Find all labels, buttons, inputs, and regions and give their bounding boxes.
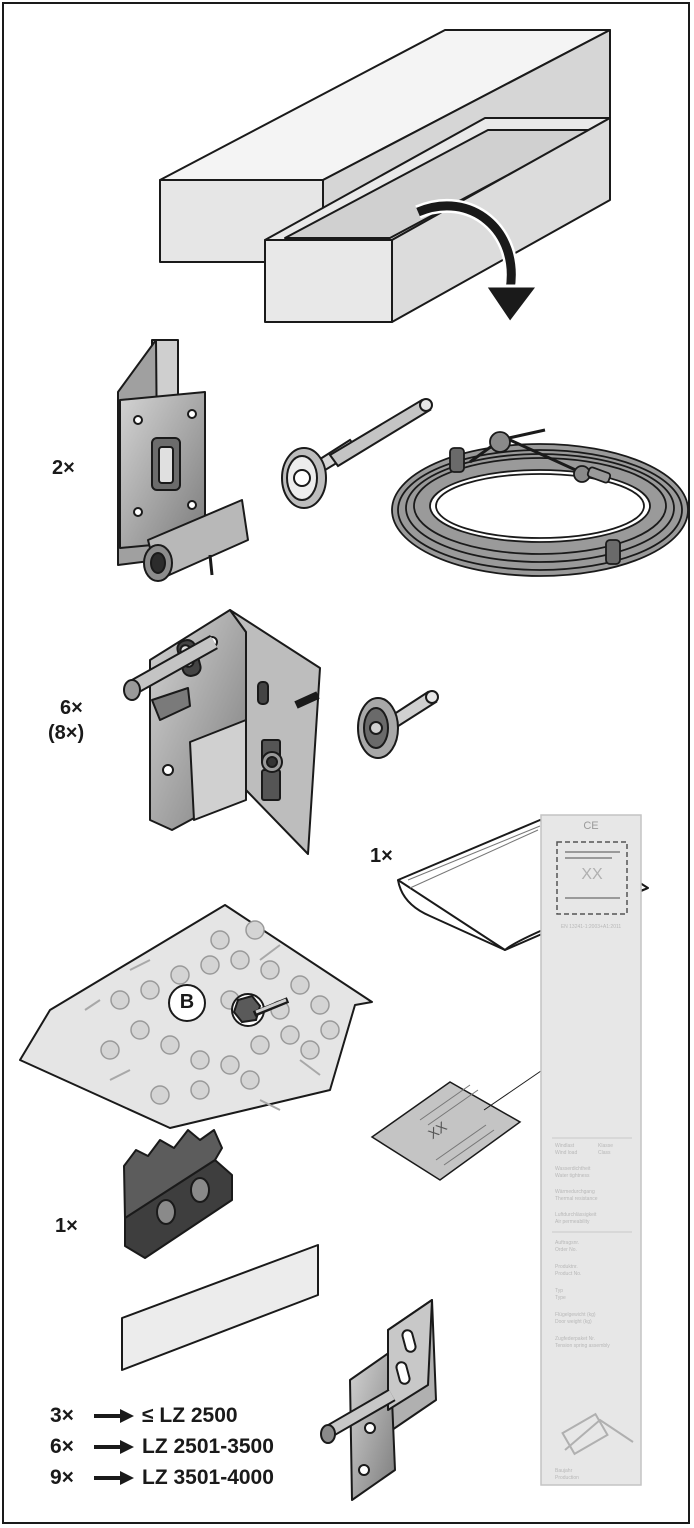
label-bottom-de: Baujahr <box>555 1468 573 1474</box>
arrow-right-icon <box>94 1439 134 1454</box>
label-standard: EN 13241-1:2003+A1:2011 <box>560 924 622 930</box>
sticker-label <box>370 1081 522 1181</box>
spring-diagram-icon <box>561 1412 634 1456</box>
seal-strip-legend: 3× ≤ LZ 2500 6× LZ 2501-3500 9× LZ 3501-… <box>50 1400 274 1493</box>
ce-label-plate <box>540 814 642 1486</box>
label-ce-mark: CE <box>583 820 599 832</box>
label-code: XX <box>581 866 603 883</box>
screw-b-icon <box>231 993 290 1027</box>
cable-clip <box>123 1129 233 1259</box>
label-air-en: Air permeability <box>555 1219 590 1225</box>
label-order-en: Order No. <box>555 1247 577 1253</box>
hinge-roller-bracket <box>123 609 321 855</box>
arrow-right-icon <box>94 1408 134 1423</box>
label-type-en: Type <box>555 1295 566 1301</box>
qty-track-bracket: 2× <box>52 457 75 479</box>
arrow-right-icon <box>94 1470 134 1485</box>
label-order-de: Auftragsnr. <box>555 1240 580 1246</box>
label-spring-en: Tension spring assembly <box>555 1343 610 1349</box>
label-weight-de: Flügelgewicht (kg) <box>555 1312 596 1318</box>
track-bracket <box>117 339 249 582</box>
door-hinge <box>320 1299 437 1501</box>
label-wind-de: Windlast <box>555 1143 575 1149</box>
label-air-de: Luftdurchlässigkeit <box>555 1212 597 1218</box>
label-class-1: Klasse <box>598 1143 614 1149</box>
label-product-de: Produktnr. <box>555 1264 578 1270</box>
unpack-arrow-icon <box>415 198 542 326</box>
legend-row: 9× LZ 3501-4000 <box>50 1462 274 1493</box>
seal-strip <box>121 1244 319 1371</box>
legend-row: 6× LZ 2501-3500 <box>50 1431 274 1462</box>
short-track-roller <box>357 690 439 759</box>
open-box <box>264 117 611 323</box>
qty-manual: 1× <box>370 845 393 867</box>
legend-range: LZ 3501-4000 <box>142 1465 274 1489</box>
legend-range: ≤ LZ 2500 <box>142 1403 238 1427</box>
label-thermal-de: Wärmedurchgang <box>555 1189 595 1195</box>
screw-bag-badge: B <box>168 984 206 1022</box>
legend-count: 6× <box>50 1434 74 1458</box>
label-water-en: Water tightness <box>555 1173 590 1179</box>
long-track-roller <box>281 398 433 509</box>
label-water-de: Wasserdichtheit <box>555 1166 591 1172</box>
legend-row: 3× ≤ LZ 2500 <box>50 1400 274 1431</box>
label-bottom-en: Production <box>555 1475 579 1481</box>
qty-cable-clip: 1× <box>55 1215 78 1237</box>
label-product-en: Product No. <box>555 1271 582 1277</box>
label-type-de: Typ <box>555 1288 564 1294</box>
label-weight-en: Door weight (kg) <box>555 1319 592 1325</box>
label-thermal-en: Thermal resistance <box>555 1196 598 1202</box>
label-wind-en: Wind load <box>555 1150 578 1156</box>
qty-hinge-roller: 6× <box>60 697 83 719</box>
qty-hinge-roller-alt: (8×) <box>48 722 85 744</box>
label-class-2: Class <box>598 1150 611 1156</box>
legend-count: 3× <box>50 1403 74 1427</box>
cable-coil <box>391 428 689 577</box>
label-spring-de: Zugfederpaket Nr. <box>555 1336 596 1342</box>
legend-count: 9× <box>50 1465 74 1489</box>
legend-range: LZ 2501-3500 <box>142 1434 274 1458</box>
